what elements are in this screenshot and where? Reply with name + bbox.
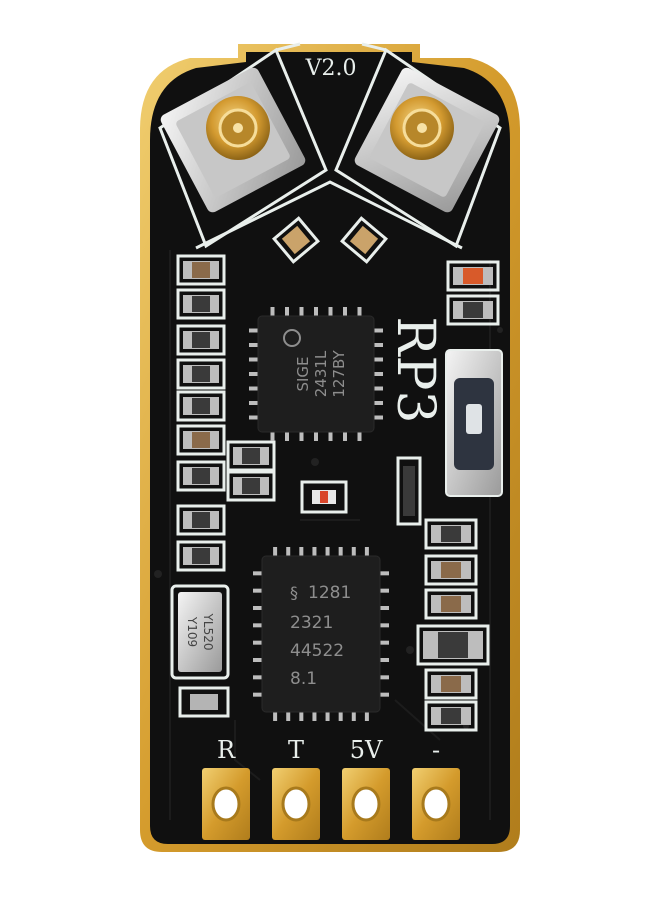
left-smd-7 (176, 460, 226, 492)
left-smd-3 (176, 324, 226, 356)
pad-label-gnd: - (432, 736, 440, 764)
right-smd-2 (446, 294, 500, 326)
pad-label-t: T (288, 736, 304, 764)
left-component-column (176, 254, 276, 572)
model-label: RP3 (385, 316, 445, 423)
capacitor (396, 456, 422, 526)
pad-label-r: R (217, 736, 236, 764)
version-label: V2.0 (305, 56, 357, 81)
crystal-line-2: Y109 (185, 616, 199, 647)
chip-logo-icon (283, 329, 301, 347)
pad-label-5v: 5V (350, 736, 383, 764)
antenna-zone-right (334, 47, 502, 249)
left-smd-9 (176, 540, 226, 572)
left-smd-11 (226, 470, 276, 502)
ufl-connector-right (354, 67, 500, 213)
crystal-oscillator: YL520 Y109 (170, 584, 230, 680)
mcu-chip: § 1281 2321 44522 8.1 (253, 547, 389, 721)
solder-pads (202, 768, 460, 840)
pad-5v (342, 768, 390, 840)
bind-button[interactable] (445, 349, 503, 497)
bottom-left-resistor (178, 686, 230, 718)
right-smd-6 (416, 624, 490, 666)
pad-gnd (412, 768, 460, 840)
silk-lines (195, 42, 463, 250)
left-smd-10 (226, 440, 276, 472)
lower-chip-line-4: 8.1 (290, 669, 317, 689)
status-led (300, 480, 348, 514)
left-smd-8 (176, 504, 226, 536)
pad-r (202, 768, 250, 840)
rf-amplifier-chip: SIGE 2431L 127BY (249, 307, 383, 441)
right-smd-4 (424, 554, 478, 586)
right-smd-5 (424, 588, 478, 620)
ufl-connector-left (160, 67, 306, 213)
right-smd-1 (446, 260, 500, 292)
upper-chip-line-2: 2431L (312, 350, 330, 397)
left-smd-6 (176, 424, 226, 456)
crystal-line-1: YL520 (201, 613, 215, 651)
right-smd-3 (424, 518, 478, 550)
pad-t (272, 768, 320, 840)
lower-chip-line-3: 44522 (290, 641, 344, 661)
upper-chip-line-1: SIGE (294, 356, 312, 391)
right-component-column (416, 260, 500, 732)
lower-chip-line-2: 2321 (290, 613, 333, 633)
left-smd-5 (176, 390, 226, 422)
left-smd-4 (176, 358, 226, 390)
chip-logo-icon: § (290, 583, 298, 602)
lower-chip-line-1: 1281 (308, 583, 351, 603)
right-smd-8 (424, 700, 478, 732)
right-smd-7 (424, 668, 478, 700)
left-smd-1 (176, 254, 226, 286)
left-smd-2 (176, 288, 226, 320)
upper-chip-line-3: 127BY (330, 350, 348, 398)
angled-capacitors (271, 216, 389, 264)
